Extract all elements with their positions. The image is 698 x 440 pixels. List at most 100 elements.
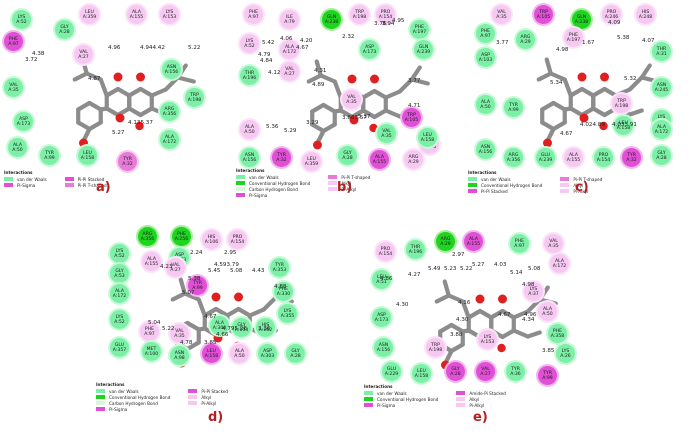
distance-label: 5.08	[528, 266, 541, 272]
distance-label: 5.45	[208, 268, 221, 274]
residue-number: A:155	[466, 241, 481, 247]
residue-name: LEU	[619, 120, 628, 126]
residue-name: ALA	[147, 256, 156, 262]
bond	[98, 106, 109, 112]
residue-name: TYR	[509, 102, 518, 108]
residue-name: ARG	[408, 154, 419, 160]
residue-number: A:153	[480, 339, 495, 345]
legend-item: Alkyl	[560, 182, 602, 188]
oxygen-atom	[113, 72, 123, 82]
legend-label: van der Waals	[109, 388, 139, 394]
residue-name: LYS	[165, 9, 174, 15]
residue-number: A:32	[122, 161, 133, 167]
residue-name: ARG	[142, 231, 153, 237]
legend-swatch	[328, 187, 338, 191]
legend-item: Carbon Hydrogen Bond	[236, 186, 310, 192]
bond	[98, 77, 109, 98]
legend-label: van der Waals	[17, 176, 47, 182]
bond	[537, 285, 550, 302]
bond	[602, 86, 618, 98]
residue-number: A:172	[112, 293, 127, 299]
distance-label: 4.98	[556, 47, 569, 53]
bond	[202, 306, 219, 318]
residue-number: A:35	[8, 87, 19, 93]
bond	[579, 86, 596, 98]
residue-name: ASN	[174, 350, 185, 356]
legend-label: Conventional Hydrogen Bond	[109, 394, 171, 400]
bond	[170, 291, 187, 302]
residue-number: A:105	[536, 14, 551, 20]
bond	[540, 120, 556, 132]
legend-label: Pi-Sigma	[249, 192, 268, 198]
residue-number: A:97	[8, 41, 19, 47]
legend-swatch	[468, 183, 477, 187]
distance-label: 4.98	[522, 282, 535, 288]
residue-name: ILE	[286, 14, 293, 20]
bond	[310, 122, 326, 134]
legend-item: Amide-Pi Stacked	[456, 390, 506, 396]
oxygen-atom	[78, 138, 88, 148]
residue-number: A:173	[374, 317, 389, 323]
legend-swatch	[188, 401, 198, 405]
residue-number: A:35	[346, 99, 357, 105]
distance-label: 3.94	[382, 21, 395, 27]
bond	[185, 340, 201, 352]
residue-number: A:353	[272, 267, 287, 273]
residue-number: A:153	[162, 14, 177, 20]
residue-name: LYS	[483, 334, 492, 340]
distance-label: 4.67	[498, 312, 511, 318]
oxygen-atom	[497, 343, 506, 353]
distance-label: 4.30	[396, 302, 409, 308]
bond	[318, 73, 337, 84]
residue-name: ASN	[244, 152, 255, 158]
residue-name: TYR	[627, 152, 636, 158]
bond	[321, 102, 337, 114]
residue-number: A:155	[372, 159, 387, 165]
legend-item: Pi-Pi Stacked	[188, 388, 228, 394]
distance-label: 2.97	[452, 252, 465, 258]
distance-label: 4.31	[314, 68, 327, 74]
legend-swatch	[236, 181, 245, 185]
residue-number: A:52	[114, 253, 125, 259]
distance-label: 5.04	[148, 320, 161, 326]
residue-name: GLY	[237, 322, 246, 328]
distance-label: 4.71	[408, 103, 421, 109]
residue-number: A:53	[114, 273, 125, 279]
bond	[87, 100, 103, 112]
bond	[314, 59, 323, 78]
residue-number: A:173	[16, 121, 31, 127]
residue-name: GLN	[326, 14, 337, 20]
bond	[310, 102, 326, 114]
legend-swatch	[236, 193, 245, 197]
residue-name: ALA	[481, 99, 490, 105]
legend-swatch	[4, 183, 13, 187]
residue-number: A:27	[480, 371, 491, 377]
distance-label: 4.12	[268, 70, 281, 76]
residue-number: A:99	[44, 155, 55, 161]
residue-name: LYS	[115, 248, 124, 254]
residue-name: PHE	[568, 32, 579, 38]
residue-name: TYR	[277, 152, 286, 158]
legend-swatch	[96, 407, 105, 411]
residue-name: VAL	[382, 128, 391, 134]
bond	[261, 295, 278, 312]
